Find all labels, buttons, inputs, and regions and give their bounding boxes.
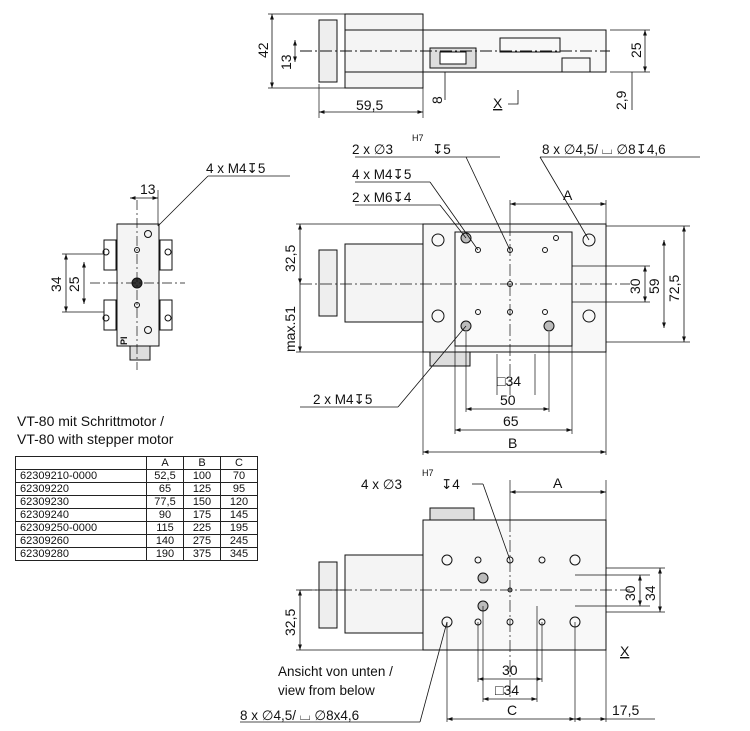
front-note-4xm4: 4 x M4↧5 xyxy=(206,161,265,176)
bottom-note-4x3-depth: ↧4 xyxy=(441,477,460,492)
side-dim-2-9: 2,9 xyxy=(613,90,629,110)
top-dim-30: 30 xyxy=(627,278,643,294)
table-row: 62309240 90 175 145 xyxy=(15,508,258,522)
table-cell-b: 125 xyxy=(183,482,221,496)
top-note-2x3-depth: ↧5 xyxy=(432,142,451,157)
table-row: 62309260 140 275 245 xyxy=(15,534,258,548)
table-row: 62309230 77,5 150 120 xyxy=(15,495,258,509)
side-dim-x: X xyxy=(493,95,503,111)
top-dim-32-5: 32,5 xyxy=(282,245,298,272)
table-header-cell: C xyxy=(220,456,258,470)
top-dim-a: A xyxy=(563,187,573,203)
top-note-4xm4: 4 x M4↧5 xyxy=(352,167,411,182)
top-dim-72-5: 72,5 xyxy=(666,275,682,302)
top-dim-59: 59 xyxy=(646,278,662,294)
table-cell-a: 190 xyxy=(146,547,184,561)
table-cell-c: 145 xyxy=(220,508,258,522)
model-title-line-2: VT-80 with stepper motor xyxy=(17,431,174,447)
table-header-cell: B xyxy=(183,456,221,470)
bottom-note-8x: 8 x ∅4,5/ ⌴ ∅8x4,6 xyxy=(240,708,359,723)
side-view xyxy=(268,13,650,118)
bottom-dim-sq34: □34 xyxy=(495,682,519,698)
top-dim-b: B xyxy=(508,435,517,451)
table-cell-c: 195 xyxy=(220,521,258,535)
side-dim-13: 13 xyxy=(278,54,294,70)
top-carriage xyxy=(454,231,573,347)
bottom-dim-c: C xyxy=(507,702,517,718)
top-note-2x3: 2 x ∅3 xyxy=(352,142,393,157)
table-cell-a: 115 xyxy=(146,521,184,535)
front-view xyxy=(62,175,290,370)
table-cell-b: 225 xyxy=(183,521,221,535)
table-cell-b: 175 xyxy=(183,508,221,522)
top-view xyxy=(296,156,700,455)
front-logo: PI xyxy=(119,336,129,345)
top-note-2x3-sup: H7 xyxy=(412,133,424,143)
bottom-dim-30v: 30 xyxy=(622,585,638,601)
table-cell-b: 375 xyxy=(183,547,221,561)
table-row: 62309280 190 375 345 xyxy=(15,547,258,561)
top-dim-65: 65 xyxy=(503,413,519,429)
table-cell-a: 52,5 xyxy=(146,469,184,483)
table-cell-part-number: 62309240 xyxy=(15,508,147,522)
table-cell-part-number: 62309280 xyxy=(15,547,147,561)
table-cell-part-number: 62309260 xyxy=(15,534,147,548)
table-row: 62309220 65 125 95 xyxy=(15,482,258,496)
table-cell-a: 140 xyxy=(146,534,184,548)
table-row: 62309250-0000 115 225 195 xyxy=(15,521,258,535)
bottom-caption-2: view from below xyxy=(278,683,375,698)
bottom-dim-32-5: 32,5 xyxy=(282,609,298,636)
bottom-note-4x3-sup: H7 xyxy=(422,468,434,478)
side-dim-25: 25 xyxy=(628,42,644,58)
table-cell-part-number: 62309220 xyxy=(15,482,147,496)
bottom-dim-34v: 34 xyxy=(642,585,658,601)
model-title-line-1: VT-80 mit Schrittmotor / xyxy=(17,413,165,429)
front-dim-25: 25 xyxy=(66,276,82,292)
front-dim-34: 34 xyxy=(48,276,64,292)
table-header-row: A B C xyxy=(15,456,258,470)
front-dim-13: 13 xyxy=(140,181,156,197)
table-row: 62309210-0000 52,5 100 70 xyxy=(15,469,258,483)
bottom-knob xyxy=(318,561,338,629)
bottom-view xyxy=(240,480,665,723)
table-cell-c: 120 xyxy=(220,495,258,509)
side-dim-59-5: 59,5 xyxy=(356,97,383,113)
bottom-dim-17-5: 17,5 xyxy=(612,702,639,718)
top-dim-sq34: □34 xyxy=(497,373,521,389)
table-cell-b: 150 xyxy=(183,495,221,509)
top-note-8x: 8 x ∅4,5/ ⌴ ∅8↧4,6 xyxy=(542,142,666,157)
table-cell-c: 70 xyxy=(220,469,258,483)
table-header-cell xyxy=(15,456,147,470)
table-header-cell: A xyxy=(146,456,184,470)
table-cell-part-number: 62309230 xyxy=(15,495,147,509)
top-note-2xm4: 2 x M4↧5 xyxy=(313,392,372,407)
table-cell-c: 95 xyxy=(220,482,258,496)
table-cell-a: 65 xyxy=(146,482,184,496)
side-dim-8: 8 xyxy=(429,96,445,104)
bottom-dim-30h: 30 xyxy=(502,662,518,678)
top-note-2xm6: 2 x M6↧4 xyxy=(352,190,412,205)
bottom-motor xyxy=(344,554,424,634)
table-cell-c: 245 xyxy=(220,534,258,548)
bottom-note-4x3: 4 x ∅3 xyxy=(361,477,402,492)
table-cell-b: 275 xyxy=(183,534,221,548)
bottom-stage xyxy=(422,519,607,651)
table-cell-part-number: 62309250-0000 xyxy=(15,521,147,535)
table-cell-a: 90 xyxy=(146,508,184,522)
bottom-dim-a: A xyxy=(553,475,563,491)
bottom-caption-1: Ansicht von unten / xyxy=(278,664,393,679)
top-dim-50: 50 xyxy=(500,392,516,408)
top-motor xyxy=(344,243,424,323)
table-cell-c: 345 xyxy=(220,547,258,561)
top-knob xyxy=(318,249,338,317)
table-cell-part-number: 62309210-0000 xyxy=(15,469,147,483)
bottom-dim-x: X xyxy=(620,643,630,659)
table-cell-a: 77,5 xyxy=(146,495,184,509)
side-dim-42: 42 xyxy=(255,42,271,58)
top-dim-max51: max.51 xyxy=(282,306,298,352)
model-dimension-table: A B C 62309210-0000 52,5 100 70 62309220… xyxy=(15,456,258,561)
table-cell-b: 100 xyxy=(183,469,221,483)
